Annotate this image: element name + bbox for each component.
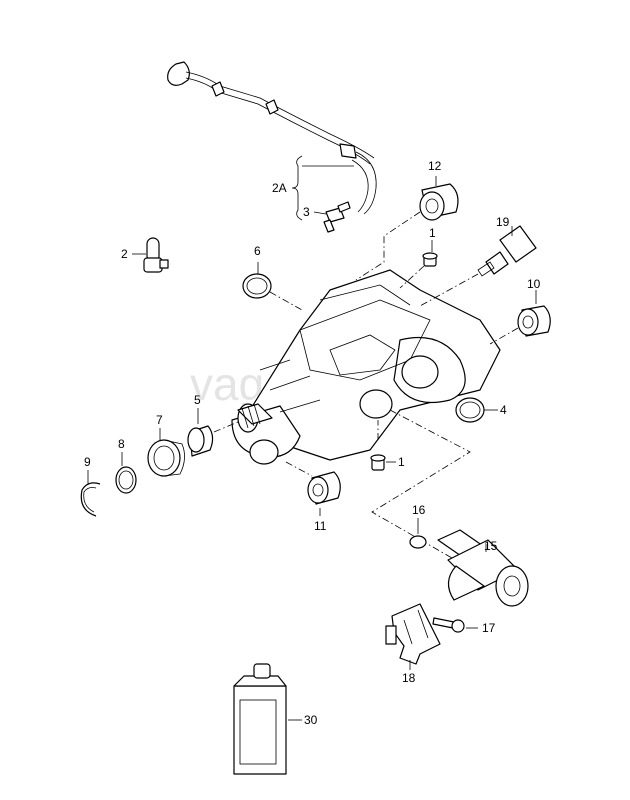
label-7: 7 — [156, 413, 163, 427]
seal-part-5 — [187, 425, 214, 457]
plug-part-1-top — [422, 252, 438, 267]
label-16: 16 — [412, 503, 426, 517]
o-ring-part-16 — [409, 535, 427, 549]
label-11: 11 — [314, 519, 327, 533]
assembly-guide-line — [371, 409, 471, 559]
fitting-part-3 — [323, 201, 351, 233]
label-2: 2 — [121, 247, 128, 261]
differential-housing — [231, 269, 501, 465]
sensor-part-19 — [477, 225, 537, 277]
vent-cap-part-2 — [143, 237, 169, 273]
label-1-bottom: 1 — [398, 455, 405, 469]
breather-hose — [167, 61, 377, 215]
label-9: 9 — [84, 455, 91, 469]
label-15: 15 — [484, 539, 498, 553]
label-17: 17 — [482, 621, 496, 635]
seal-part-4 — [455, 397, 485, 423]
label-19: 19 — [496, 215, 510, 229]
circlip-part-9 — [80, 482, 101, 517]
bearing-part-10 — [517, 305, 551, 337]
plug-part-1-bottom — [370, 454, 386, 471]
label-8: 8 — [118, 437, 125, 451]
label-30: 30 — [304, 713, 318, 727]
washer-part-8 — [115, 466, 137, 494]
bracket-part-18 — [385, 603, 441, 665]
bolt-part-17 — [432, 617, 465, 633]
label-18: 18 — [402, 671, 416, 685]
fluid-bottle-part-30 — [233, 663, 287, 775]
label-12: 12 — [428, 159, 442, 173]
label-5: 5 — [194, 393, 201, 407]
seal-part-6 — [242, 273, 272, 299]
label-2a: 2A — [272, 181, 287, 195]
label-4: 4 — [500, 403, 507, 417]
bearing-part-12 — [419, 183, 459, 221]
flange-part-7 — [147, 439, 185, 477]
label-10: 10 — [527, 277, 541, 291]
group-bracket-2a — [291, 155, 303, 221]
bearing-part-11 — [307, 471, 341, 505]
actuator-motor-part-15 — [437, 529, 529, 607]
label-3: 3 — [303, 205, 310, 219]
label-6: 6 — [254, 244, 261, 258]
label-1-top: 1 — [429, 226, 436, 240]
